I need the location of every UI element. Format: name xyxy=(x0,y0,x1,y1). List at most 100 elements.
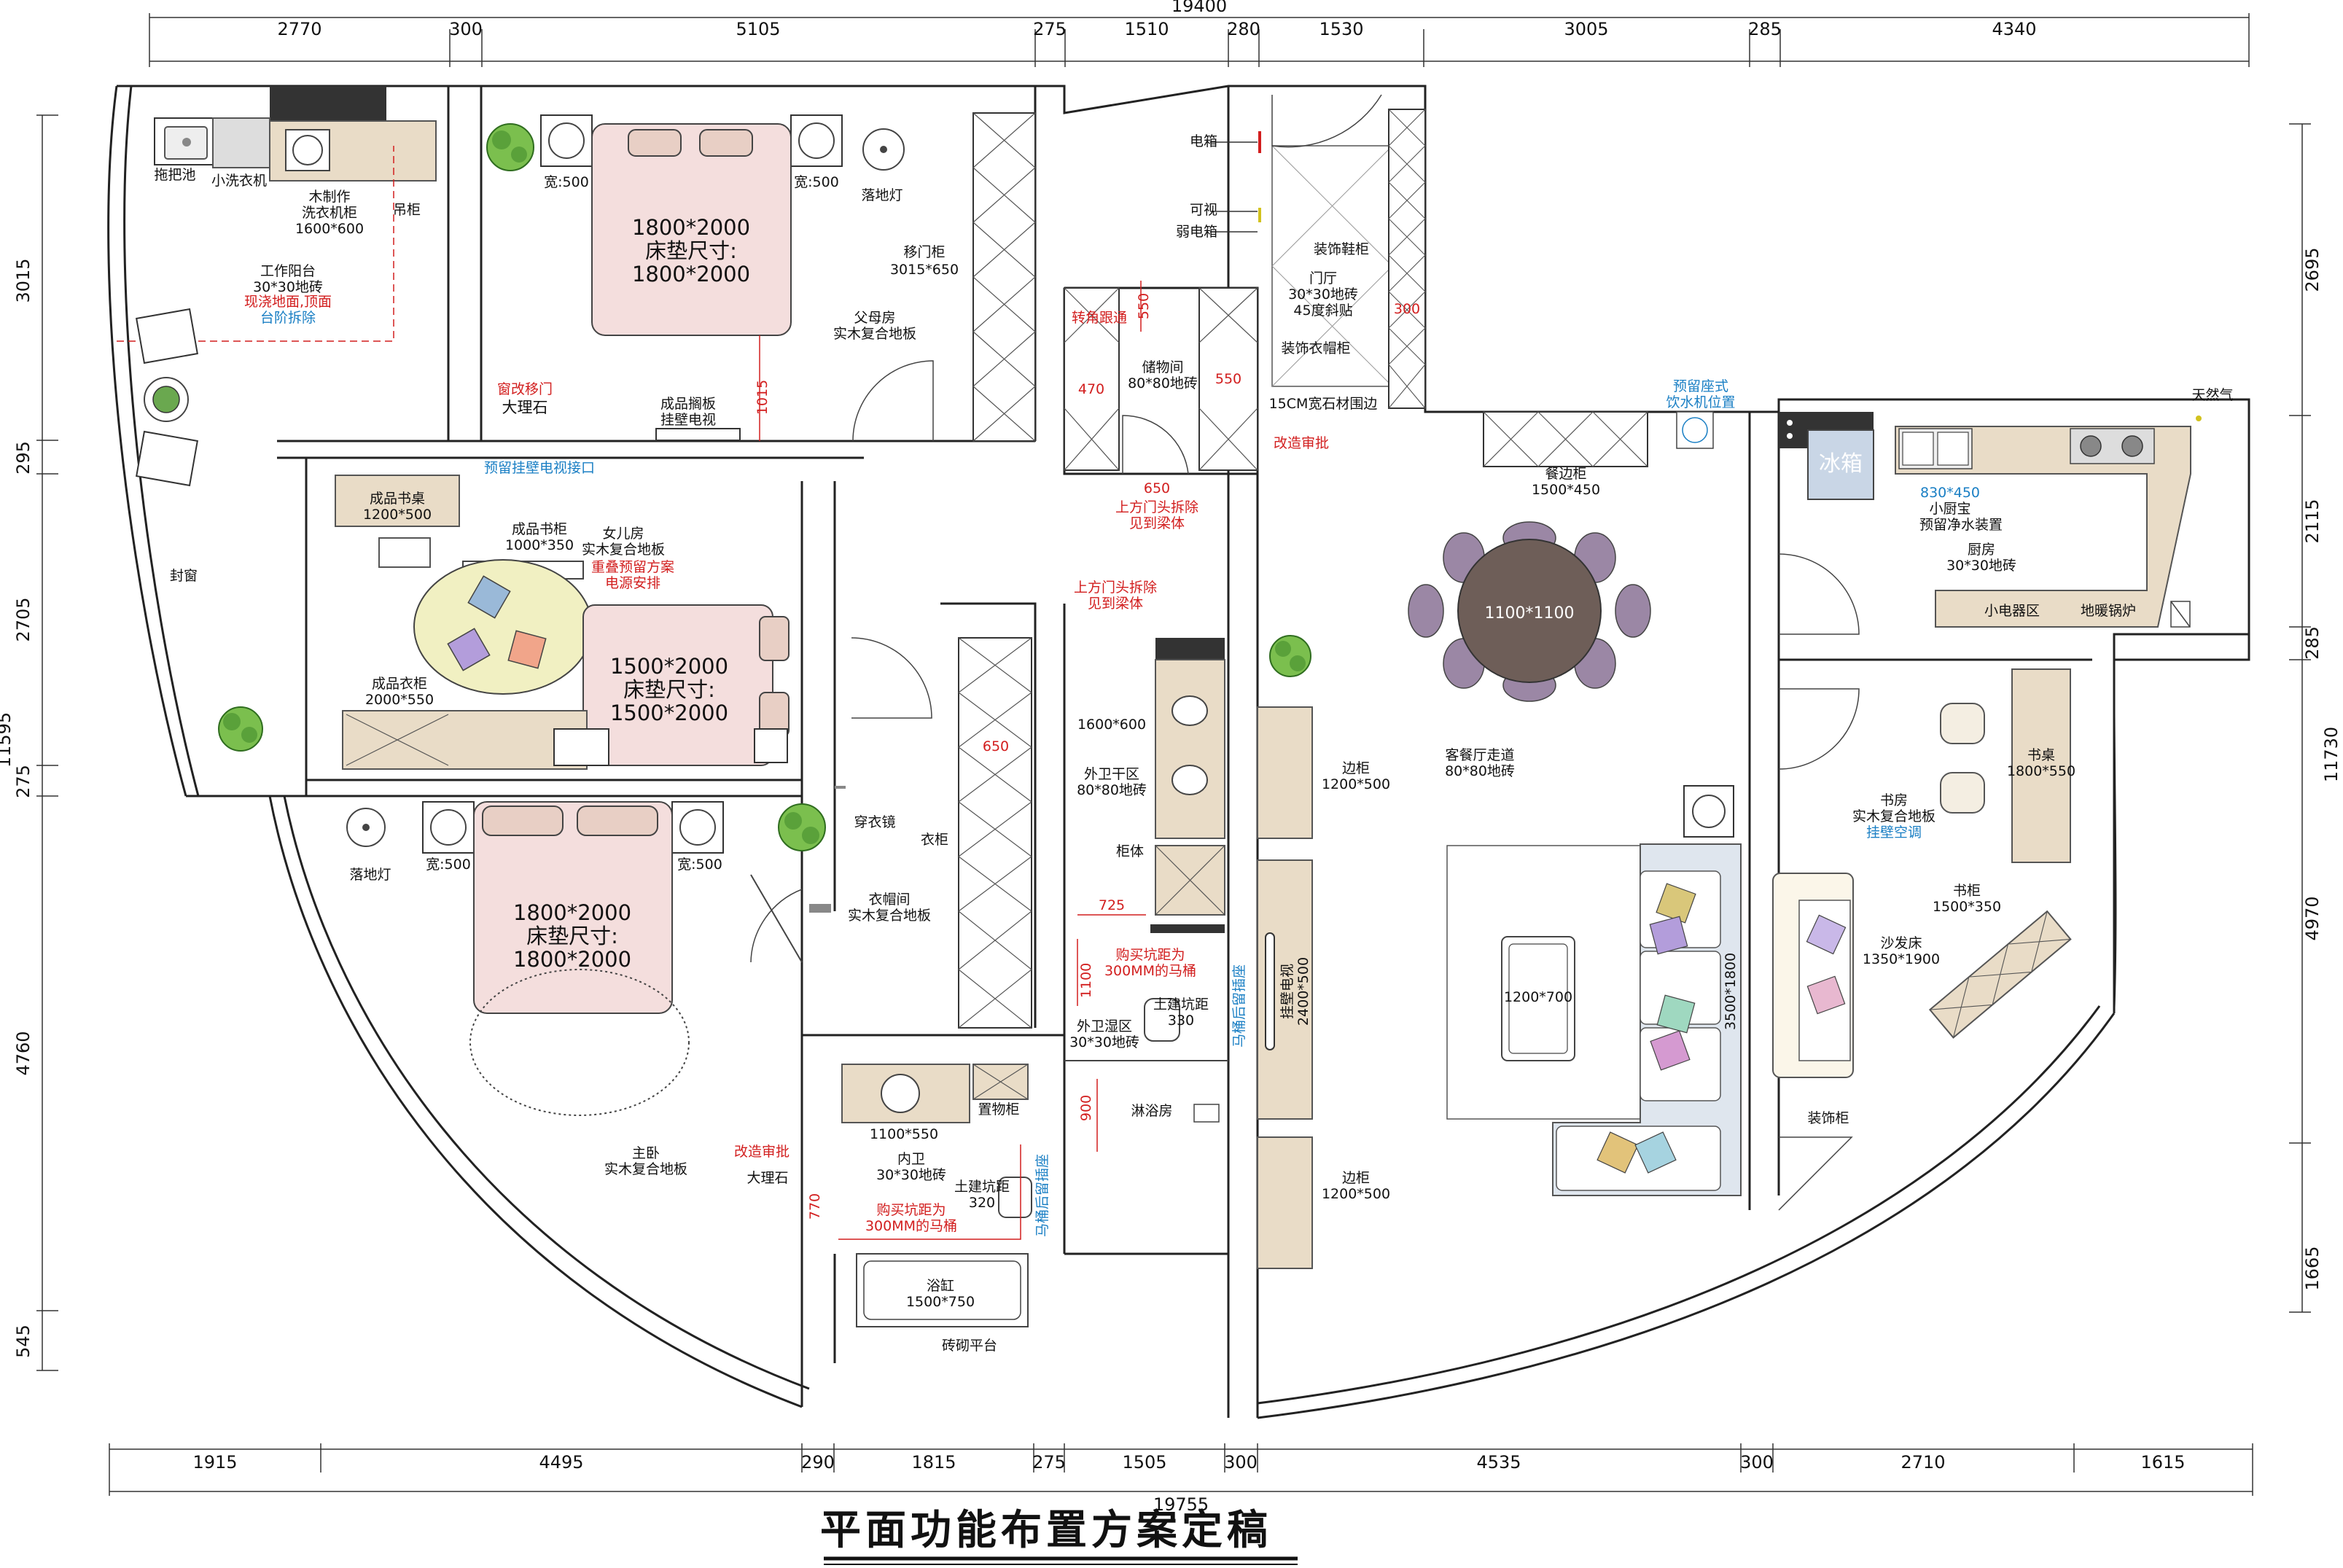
side-cabinet[interactable] xyxy=(1257,1136,1313,1269)
side-cabinet[interactable] xyxy=(1257,706,1313,839)
desk-label: 书桌 xyxy=(2027,747,2055,763)
left-dim: 3015 xyxy=(13,258,34,303)
dim-770: 770 xyxy=(807,1193,823,1220)
wardrobe[interactable] xyxy=(342,710,588,770)
study-bookcase[interactable] xyxy=(1928,910,2072,1039)
cushion xyxy=(1656,994,1696,1034)
toilet-icon[interactable] xyxy=(1144,998,1180,1042)
nightstand-width: 宽:500 xyxy=(794,174,839,190)
lamp-table[interactable] xyxy=(1683,785,1734,838)
cushion xyxy=(1656,883,1696,924)
dry-area-name: 外卫干区 xyxy=(1084,766,1139,782)
sliding-wardrobe-size: 3015*650 xyxy=(890,262,959,278)
wardrobe-size: 2000*550 xyxy=(365,692,434,708)
door-note: 上方门头拆除 xyxy=(1074,580,1157,596)
top-dim: 1530 xyxy=(1319,19,1363,39)
bottom-total-dim: 19755 xyxy=(1153,1494,1209,1515)
washer-cabinet-size: 1600*600 xyxy=(295,221,364,237)
plant-icon xyxy=(486,123,534,171)
sliding-wardrobe[interactable] xyxy=(972,112,1036,442)
socket-note: 马桶后留插座 xyxy=(1034,1154,1050,1237)
master-bed[interactable] xyxy=(473,801,673,1014)
pit-label: 土建坑距 xyxy=(954,1179,1010,1195)
right-total-dim: 11730 xyxy=(2321,727,2342,782)
vanity[interactable] xyxy=(841,1064,970,1123)
daughter-bed[interactable] xyxy=(582,604,773,766)
floor-lamp-icon xyxy=(862,128,905,171)
pillow xyxy=(699,129,753,157)
mattress-size: 1800*2000 xyxy=(513,947,631,972)
fridge-label: 冰箱 xyxy=(1819,451,1863,477)
right-dim: 1665 xyxy=(2302,1246,2323,1290)
tv-shelf-label: 挂壁电视 xyxy=(660,412,716,428)
water-dispenser-note: 预留座式 xyxy=(1673,378,1728,394)
corner-note: 转角跟通 xyxy=(1072,310,1127,326)
left-dim: 295 xyxy=(13,441,34,475)
desk-label: 成品书桌 xyxy=(370,491,425,507)
nightstand-width: 宽:500 xyxy=(544,174,589,190)
dry-area-tile: 80*80地砖 xyxy=(1077,782,1147,798)
tv-interface-note: 预留挂壁电视接口 xyxy=(484,460,595,476)
water-heater-size: 830*450 xyxy=(1920,485,1980,501)
daughter-room-floor: 实木复合地板 xyxy=(582,542,665,558)
toilet-note: 购买坑距为 xyxy=(1115,947,1185,963)
plant-icon xyxy=(1269,635,1311,677)
shoe-cabinet-label: 装饰鞋柜 xyxy=(1314,241,1369,257)
bathtub[interactable] xyxy=(856,1253,1029,1327)
tv-shelf[interactable] xyxy=(655,428,741,441)
nightstand[interactable] xyxy=(754,728,788,763)
floor-lamp-icon xyxy=(346,808,386,847)
coffee-table[interactable] xyxy=(1501,936,1575,1061)
pit-label: 土建坑距 xyxy=(1153,996,1209,1013)
study-floor: 实木复合地板 xyxy=(1852,808,1935,824)
toilet-icon[interactable] xyxy=(998,1177,1032,1218)
balcony-chair[interactable] xyxy=(136,430,198,487)
dining-table[interactable] xyxy=(1408,521,1651,702)
mop-sink-label: 拖把池 xyxy=(154,167,195,183)
top-dim: 285 xyxy=(1748,19,1782,39)
parents-bed[interactable] xyxy=(591,123,792,336)
closet[interactable] xyxy=(958,637,1032,1029)
fridge[interactable] xyxy=(1807,429,1874,500)
weak-box-label: 弱电箱 xyxy=(1176,224,1217,240)
shoe-cabinet[interactable] xyxy=(1388,109,1426,409)
bathtub-size: 1500*750 xyxy=(906,1294,975,1310)
dim-1015: 1015 xyxy=(755,380,771,415)
dim-470: 470 xyxy=(1078,381,1104,397)
mattress-label: 床垫尺寸: xyxy=(526,924,618,948)
bottom-dim: 1815 xyxy=(911,1452,956,1473)
stone-border-label: 15CM宽石材围边 xyxy=(1269,396,1378,412)
left-dimension-chain: 3015 295 2705 275 4760 545 11595 xyxy=(0,114,58,1371)
living-name: 客餐厅走道 xyxy=(1445,747,1514,763)
cushion xyxy=(1806,914,1847,955)
inner-bath-name: 内卫 xyxy=(897,1151,925,1167)
desk-chair[interactable] xyxy=(378,537,431,568)
living-tile: 80*80地砖 xyxy=(1445,763,1515,779)
bench[interactable] xyxy=(553,728,609,766)
cloakroom-name: 衣帽间 xyxy=(868,892,910,908)
pillow xyxy=(759,616,790,661)
balcony-chair[interactable] xyxy=(136,308,198,364)
desk[interactable] xyxy=(335,475,460,527)
gas-label: 天然气 xyxy=(2191,387,2233,403)
right-dim: 2115 xyxy=(2302,499,2323,543)
bottom-dim: 290 xyxy=(801,1452,835,1473)
master-room-name: 主卧 xyxy=(632,1145,660,1161)
wet-area-name: 外卫湿区 xyxy=(1077,1018,1132,1034)
top-total-dim: 19400 xyxy=(1172,0,1227,16)
desk-chair[interactable] xyxy=(1940,703,1985,744)
desk-chair[interactable] xyxy=(1940,772,1985,814)
washer-cabinet-label: 木制作 xyxy=(308,189,350,205)
study-desk[interactable] xyxy=(2011,668,2071,863)
vanity[interactable] xyxy=(1155,659,1225,839)
closet-label: 衣柜 xyxy=(921,832,948,848)
small-washer[interactable] xyxy=(212,117,270,168)
pillow xyxy=(482,806,564,836)
cushion xyxy=(1650,1030,1691,1071)
deco-cabinet-label: 装饰柜 xyxy=(1807,1110,1849,1126)
round-rug xyxy=(413,559,593,695)
door-note: 见到梁体 xyxy=(1129,515,1185,531)
sofa-bed-size: 1350*1900 xyxy=(1863,951,1940,967)
dim-300: 300 xyxy=(1394,301,1420,317)
